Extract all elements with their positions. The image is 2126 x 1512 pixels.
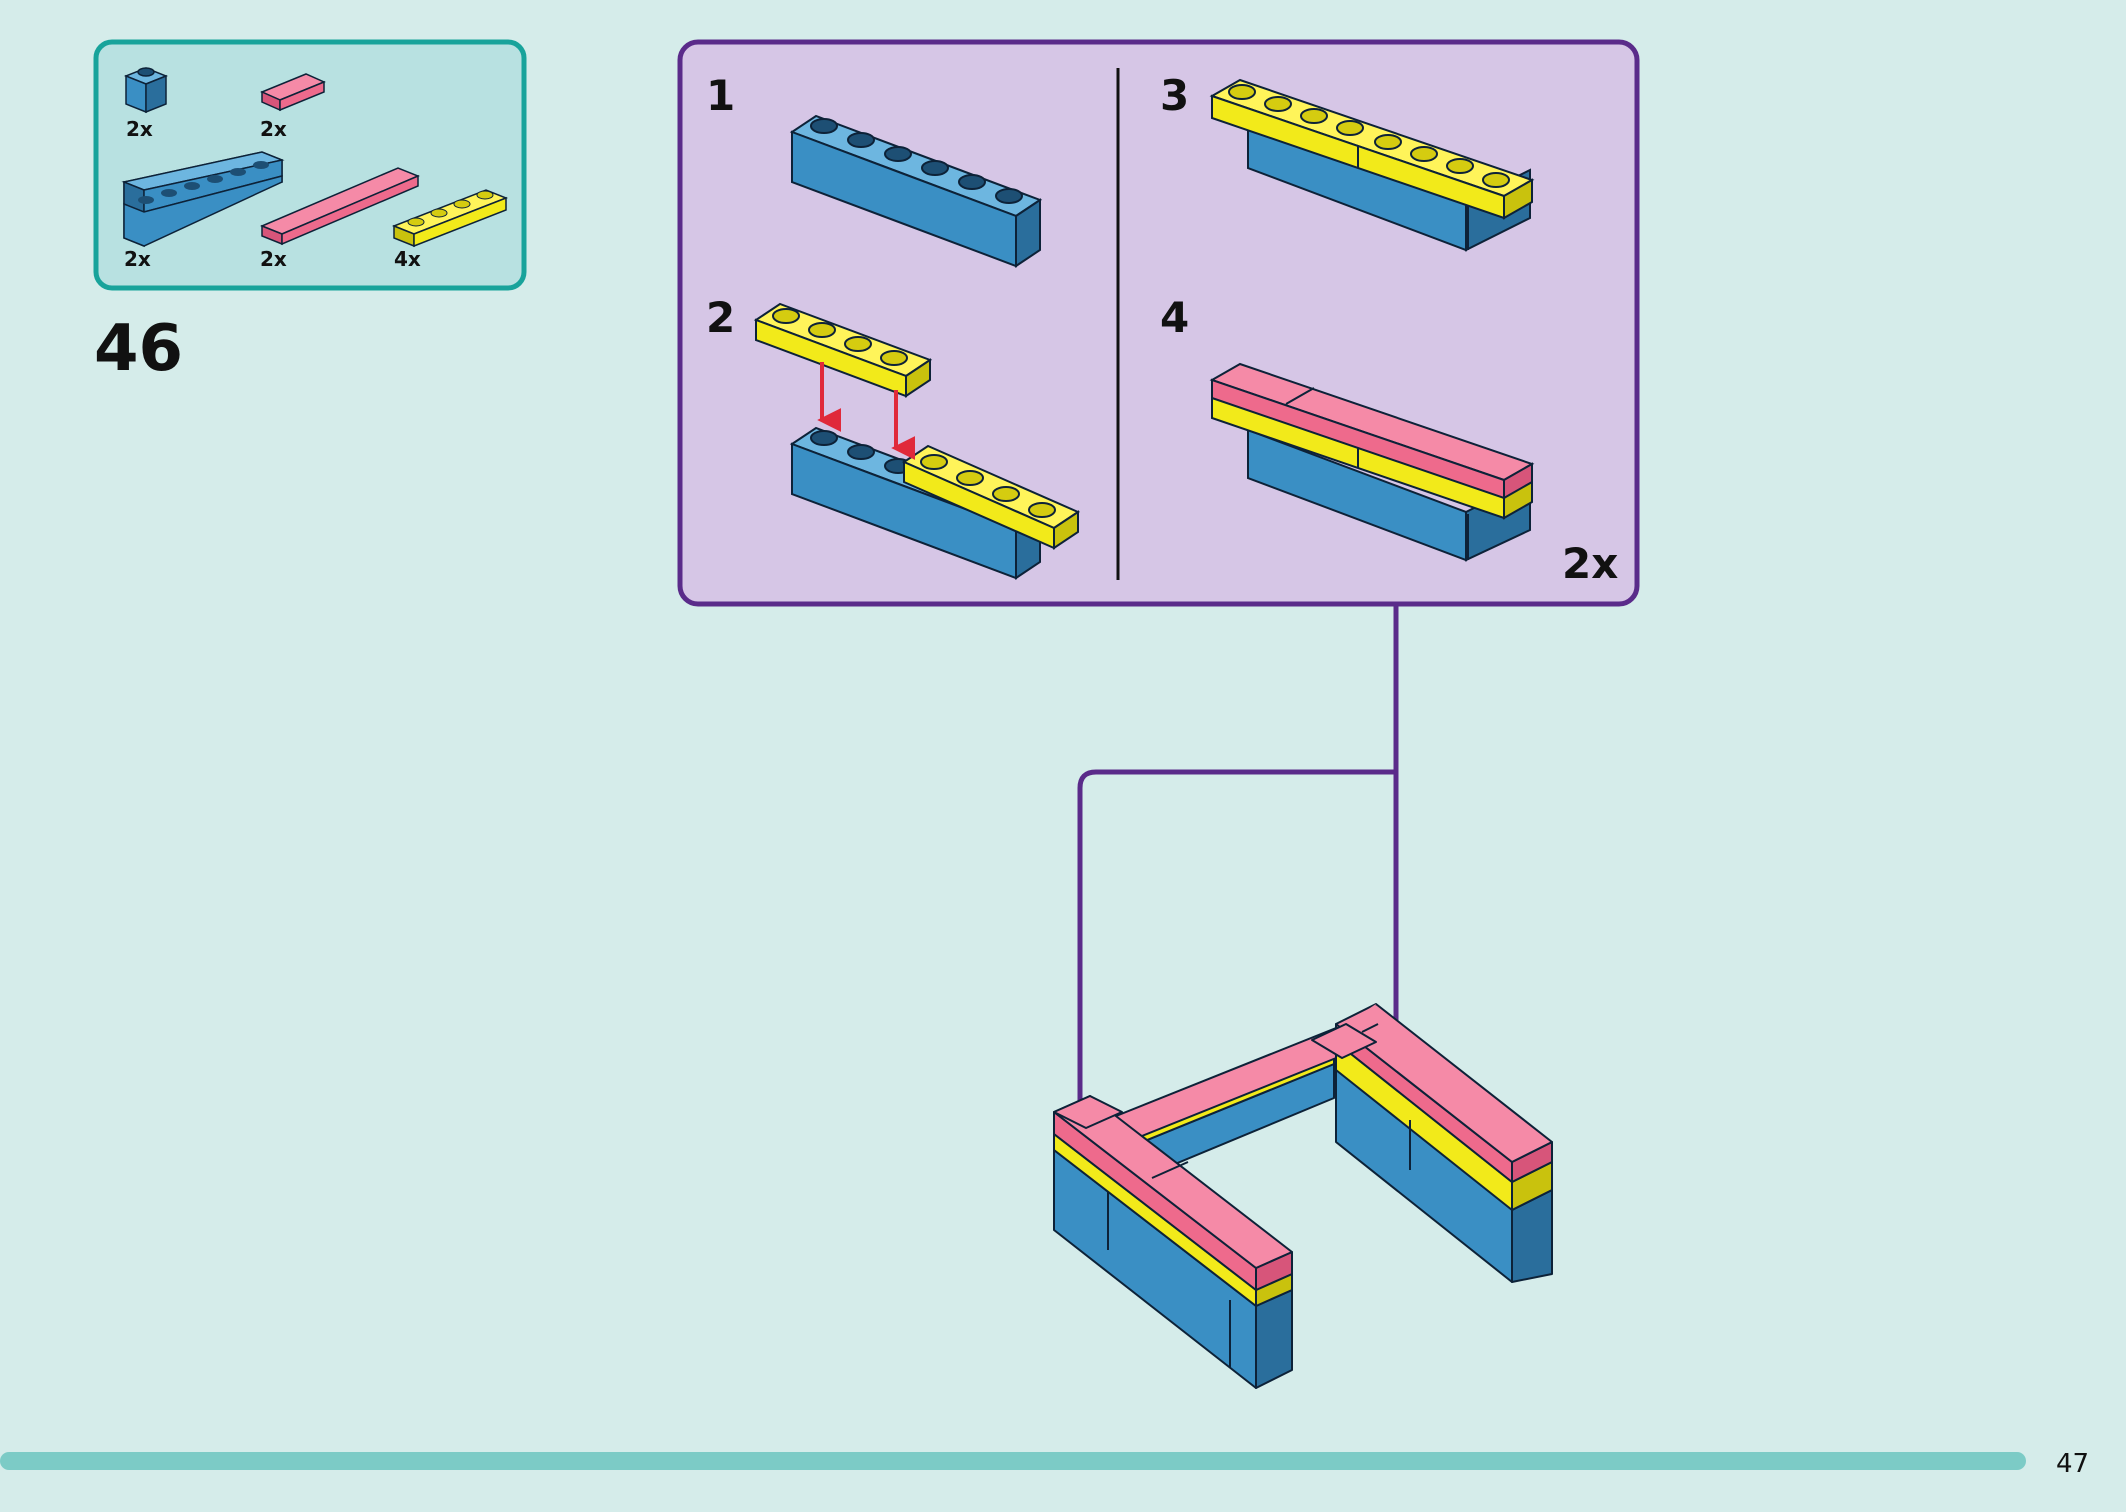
part-qty-label: 4x (394, 247, 421, 271)
substep-4-illustration (1209, 362, 1535, 562)
part-blue-1x6-brick (121, 151, 285, 248)
part-qty-label: 2x (126, 117, 153, 141)
progress-bar (0, 1452, 2026, 1470)
substep-number: 1 (706, 71, 735, 120)
part-qty-label: 2x (260, 247, 287, 271)
substep-number: 4 (1160, 293, 1189, 342)
part-pink-1x4-tile (260, 73, 326, 112)
substep-1-illustration (789, 114, 1043, 268)
part-yellow-1x4-plate (391, 189, 509, 248)
parts-list-panel: 2x 2x 2x 2x (93, 39, 527, 291)
substep-multiplier: 2x (1562, 539, 1618, 588)
part-qty-label: 2x (124, 247, 151, 271)
step-number: 46 (94, 312, 183, 386)
part-pink-1x8-tile (260, 167, 420, 246)
page-number: 47 (2056, 1449, 2089, 1479)
substep-panel: 1 2 (677, 39, 1640, 607)
part-blue-1x1-brick (123, 67, 169, 114)
part-qty-label: 2x (260, 117, 287, 141)
connector-line (1077, 769, 1396, 1122)
substep-2-illustration (753, 302, 1081, 580)
substep-number: 2 (706, 293, 735, 342)
final-assembly-illustration (1053, 1003, 1553, 1389)
substep-3-illustration (1209, 78, 1535, 252)
substep-number: 3 (1160, 71, 1189, 120)
